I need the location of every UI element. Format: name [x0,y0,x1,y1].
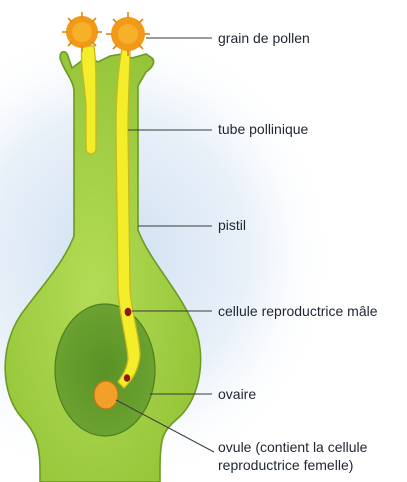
label-male-cell: cellule reproductrice mâle [218,302,378,320]
male-cell-2 [124,374,130,382]
label-pollen-grain: grain de pollen [218,29,310,47]
male-cell [125,308,132,316]
ovary-cavity [55,304,155,436]
pollen-grain-right [106,12,150,56]
ovule [94,381,118,409]
label-ovary: ovaire [218,385,256,403]
label-ovule-line1: ovule (contient la cellule [218,438,367,456]
pollen-grain-left [62,12,102,52]
label-pollen-tube: tube pollinique [218,120,308,138]
label-ovule-line2: reproductrice femelle) [218,456,353,474]
label-pistil: pistil [218,216,246,234]
